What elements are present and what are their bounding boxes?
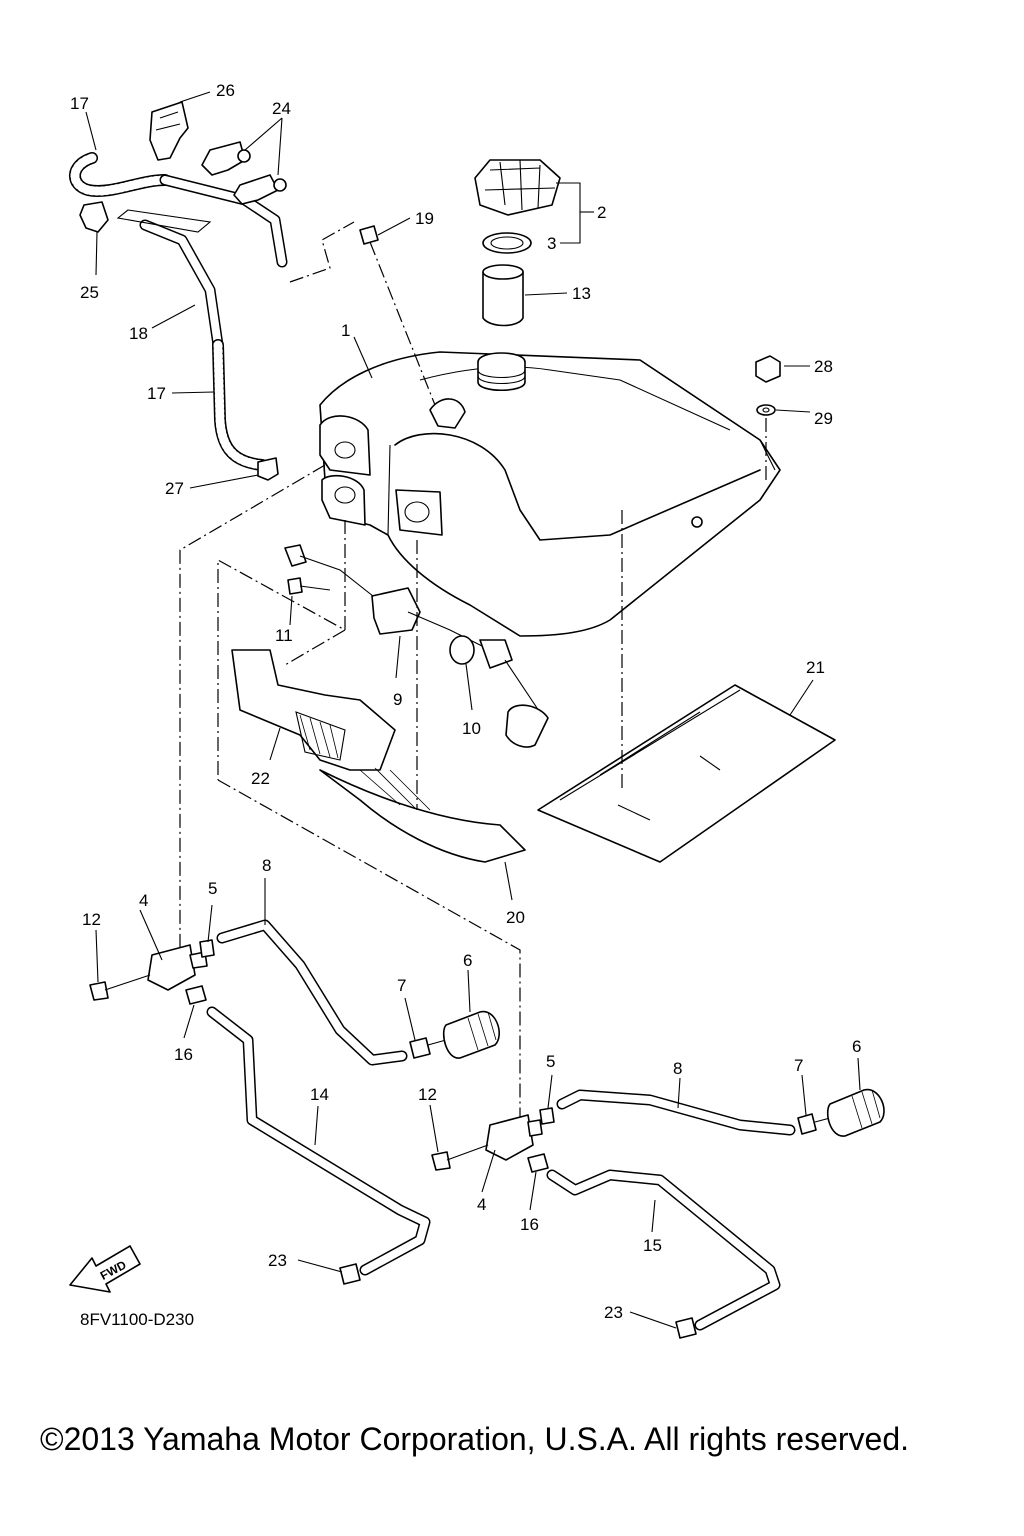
fuel-cap-2 [474,159,561,216]
callout-26: 26 [216,81,235,100]
clip-27 [257,457,279,481]
hose-15 [546,1169,781,1331]
hose-8-right [556,1089,796,1136]
callout-labels: 1 2 3 4 4 5 5 6 6 7 7 8 8 9 10 11 12 12 … [70,81,861,1322]
check-valve-24 [201,141,287,205]
clamp-7-right [797,1113,817,1135]
callout-21: 21 [806,658,825,677]
vent-hose-assembly [69,152,355,471]
fuel-tank-1 [319,351,781,637]
callout-18: 18 [129,324,148,343]
screw-11 [287,577,331,595]
callout-12-left: 12 [82,910,101,929]
callout-2: 2 [597,203,606,222]
copyright-notice: ©2013 Yamaha Motor Corporation, U.S.A. A… [40,1421,909,1457]
callout-5-right: 5 [546,1052,555,1071]
callout-leaders [85,91,861,1329]
callout-22: 22 [251,769,270,788]
clamp-7-left [409,1037,431,1059]
callout-7-right: 7 [794,1056,803,1075]
callout-7-left: 7 [397,976,406,995]
callout-8-right: 8 [673,1059,682,1078]
callout-20: 20 [506,908,525,927]
callout-5-left: 5 [208,879,217,898]
clip-25 [79,201,109,233]
hose-clip-26 [149,101,189,161]
joint-5-right [539,1107,555,1125]
bolt-12-right [431,1144,489,1171]
callout-6-right: 6 [852,1037,861,1056]
callout-23-right: 23 [604,1303,623,1322]
fuel-pump-10 [449,635,549,748]
hose-8-left [216,919,408,1066]
callout-14: 14 [310,1085,329,1104]
callout-16-left: 16 [174,1045,193,1064]
callout-27: 27 [165,479,184,498]
nut-28 [755,355,781,383]
bolt-12-left [89,974,151,1001]
clamp-23-right [675,1317,697,1339]
gasket-3 [482,232,532,254]
callout-16-right: 16 [520,1215,539,1234]
callout-23-left: 23 [268,1251,287,1270]
callout-28: 28 [814,357,833,376]
clamp-19 [359,225,436,406]
callout-1: 1 [341,321,350,340]
callout-13: 13 [572,284,591,303]
callout-6-left: 6 [463,951,472,970]
clamp-16-left [185,985,207,1005]
clamp-16-right [527,1153,549,1173]
callout-25: 25 [80,283,99,302]
heat-shield-20 [319,767,526,863]
callout-10: 10 [462,719,481,738]
fuel-filter-6-right [814,1089,885,1137]
heat-shield-22 [231,649,396,771]
washer-29 [756,404,776,480]
callout-17-top: 17 [70,94,89,113]
callout-17-bottom: 17 [147,384,166,403]
callout-11: 11 [275,626,293,645]
heat-shield-21 [537,684,836,863]
fuel-cock-4-left [147,944,208,991]
assembly-leaders [179,464,623,1120]
clamp-23-left [339,1263,361,1285]
joint-5-left [199,939,215,958]
filler-neck-13 [482,264,524,327]
callout-3: 3 [547,234,556,253]
fuel-sender-9 [284,544,491,651]
callout-24: 24 [272,99,291,118]
callout-8-left: 8 [262,856,271,875]
callout-15: 15 [643,1236,662,1255]
callout-12-right: 12 [418,1085,437,1104]
fuel-filter-6-left [427,1011,500,1059]
hose-14 [206,1006,431,1276]
callout-29: 29 [814,409,833,428]
callout-4-right: 4 [477,1195,486,1214]
fwd-arrow-icon: FWD [69,1245,141,1293]
diagram-code: 8FV1100-D230 [80,1310,194,1329]
callout-9: 9 [393,690,402,709]
callout-19: 19 [415,209,434,228]
callout-4-left: 4 [139,891,148,910]
